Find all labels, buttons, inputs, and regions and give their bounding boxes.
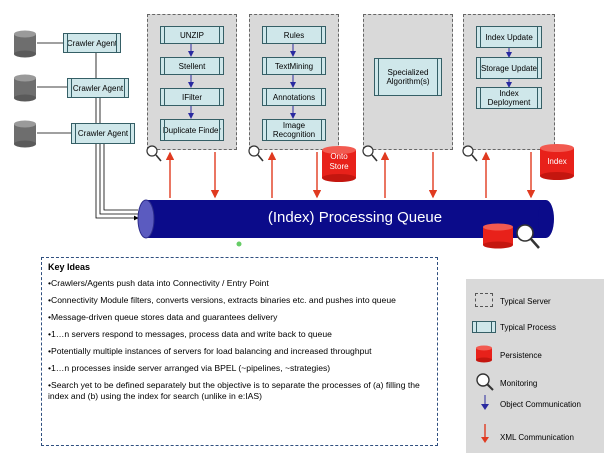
- process-stellent: Stellent: [160, 57, 224, 75]
- key-idea-item: •Crawlers/Agents push data into Connecti…: [48, 278, 269, 288]
- handle-dot: [236, 241, 242, 247]
- legend-persistence: Persistence: [500, 351, 542, 360]
- magnifier-icon: [146, 145, 162, 162]
- key-idea-item: •Connectivity Module filters, converts v…: [48, 295, 396, 305]
- legend-server-swatch: [475, 293, 493, 307]
- process-duplicate-finder: Duplicate Finder: [160, 119, 224, 141]
- legend-persistence-icon: [476, 345, 492, 363]
- legend-typical-server: Typical Server: [500, 297, 551, 306]
- key-idea-item: •Search yet to be defined separately but…: [48, 380, 420, 401]
- legend-monitoring: Monitoring: [500, 379, 538, 388]
- process-image-recognition: Image Recognition: [262, 119, 326, 141]
- key-ideas-title: Key Ideas: [48, 262, 91, 272]
- legend-process-swatch: [472, 321, 496, 333]
- disk-icon: [14, 74, 36, 102]
- onto-store-label: Onto Store: [329, 152, 349, 171]
- process-annotations: Annotations: [262, 88, 326, 106]
- key-idea-item: •1…n processes inside server arranged vi…: [48, 363, 331, 373]
- process-rules: Rules: [262, 26, 326, 44]
- legend-panel: Typical Server Typical Process Persisten…: [466, 279, 604, 453]
- process-index-deployment: Index Deployment: [476, 87, 542, 109]
- persistence-cylinder: [483, 223, 513, 249]
- process-index-update: Index Update: [476, 26, 542, 48]
- legend-xml-arrow-icon: [481, 424, 489, 443]
- crawler-agent: Crawler Agent: [67, 78, 129, 98]
- process-specialized-algorithms: Specialized Algorithm(s): [374, 58, 442, 96]
- process-textmining: TextMining: [262, 57, 326, 75]
- legend-monitoring-icon: [476, 373, 494, 391]
- crawler-agent: Crawler Agent: [63, 33, 121, 53]
- crawler-agent: Crawler Agent: [71, 123, 135, 144]
- legend-object-arrow-icon: [481, 395, 489, 410]
- process-storage-update: Storage Update: [476, 57, 542, 79]
- magnifier-icon: [462, 145, 478, 162]
- processing-queue: [137, 199, 554, 239]
- magnifier-icon: [362, 145, 378, 162]
- process-ifilter: IFilter: [160, 88, 224, 106]
- onto-store-cylinder: [322, 146, 356, 182]
- disk-icon: [14, 120, 36, 148]
- key-idea-item: •1…n servers respond to messages, proces…: [48, 329, 332, 339]
- process-unzip: UNZIP: [160, 26, 224, 44]
- legend-object-communication: Object Communication: [500, 400, 581, 409]
- magnifier-icon: [248, 145, 264, 162]
- magnifier-icon: [516, 224, 540, 249]
- key-ideas-box: Key Ideas •Crawlers/Agents push data int…: [41, 257, 438, 446]
- disk-icon: [14, 30, 36, 58]
- legend-xml-communication: XML Communication: [500, 433, 574, 442]
- queue-label: (Index) Processing Queue: [267, 209, 443, 226]
- key-idea-item: •Message-driven queue stores data and gu…: [48, 312, 278, 322]
- index-store-label: Index: [547, 157, 567, 166]
- legend-typical-process: Typical Process: [500, 323, 557, 332]
- index-cylinder: [540, 144, 574, 180]
- key-idea-item: •Potentially multiple instances of serve…: [48, 346, 372, 356]
